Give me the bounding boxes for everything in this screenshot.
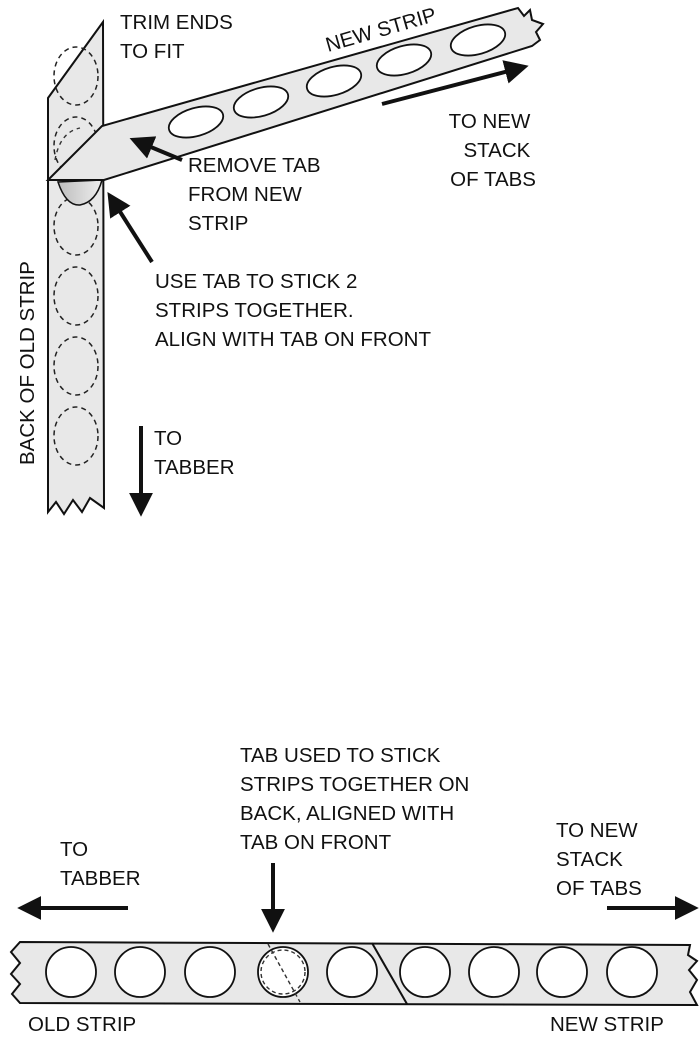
dashed-tab-outline: [53, 406, 99, 466]
to-new-stack-label-bottom: TO NEW STACK OF TABS: [556, 819, 643, 900]
tab-used-label: TAB USED TO STICK STRIPS TOGETHER ON BAC…: [240, 744, 475, 854]
tab-on-strip: [468, 946, 520, 998]
bottom-diagram: TAB USED TO STICK STRIPS TOGETHER ON BAC…: [9, 744, 699, 1036]
splice-tab-back-dashed: [260, 949, 306, 995]
old-strip-label: OLD STRIP: [28, 1013, 136, 1036]
top-diagram: TRIM ENDS TO FIT NEW STRIP TO NEW STACK …: [16, 3, 545, 517]
tab-on-strip: [606, 946, 658, 998]
to-tabber-label-bottom: TO TABBER: [60, 838, 141, 890]
new-strip-diagonal: [45, 6, 545, 181]
trim-ends-label: TRIM ENDS TO FIT: [120, 11, 238, 63]
spliced-strip-horizontal: [9, 940, 699, 1007]
to-new-stack-label-top: TO NEW STACK OF TABS: [449, 110, 536, 191]
dashed-tab-outline: [53, 266, 99, 326]
tab-on-strip: [45, 946, 97, 998]
remove-tab-label: REMOVE TAB FROM NEW STRIP: [188, 154, 326, 235]
back-of-old-strip-label: BACK OF OLD STRIP: [16, 261, 39, 465]
to-tabber-label-top: TO TABBER: [154, 427, 235, 479]
arrow-to-new-stack-top: [381, 60, 529, 106]
tab-on-new-strip: [449, 23, 507, 57]
dashed-tab-outline: [53, 46, 99, 106]
tab-on-strip: [114, 946, 166, 998]
tab-on-strip: [399, 946, 451, 998]
arrow-remove-tab: [129, 136, 183, 162]
tab-on-new-strip: [305, 64, 363, 98]
splice-line: [371, 942, 408, 1005]
use-tab-label: USE TAB TO STICK 2 STRIPS TOGETHER. ALIG…: [155, 270, 431, 351]
old-strip-vertical: [47, 18, 106, 516]
arrow-use-tab: [107, 191, 154, 264]
dashed-tab-outline: [53, 336, 99, 396]
tab-on-strip: [184, 946, 236, 998]
tab-on-new-strip: [375, 43, 433, 77]
tab-on-new-strip: [167, 105, 225, 139]
splice-tab: [56, 179, 103, 206]
tab-on-strip: [536, 946, 588, 998]
tab-on-new-strip: [232, 85, 290, 119]
tab-on-strip: [326, 946, 378, 998]
new-strip-label-bottom: NEW STRIP: [550, 1013, 664, 1036]
